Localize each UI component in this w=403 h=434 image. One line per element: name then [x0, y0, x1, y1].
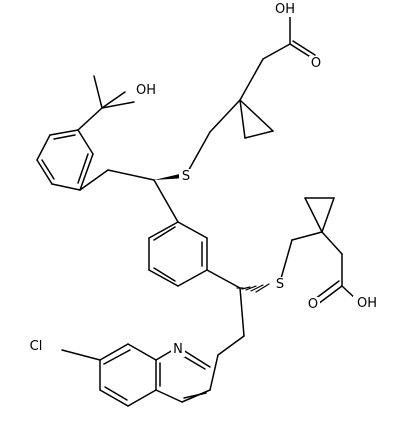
bond: [79, 169, 109, 191]
atom-label-o-bottom: O: [308, 297, 318, 312]
bond: [107, 169, 155, 181]
atom-label-n-quinoline: N: [173, 342, 183, 357]
bond: [51, 183, 81, 191]
atom-label-oh-bottom: OH: [357, 296, 377, 311]
bond: [101, 101, 135, 109]
bond: [304, 197, 323, 233]
bond: [182, 349, 211, 368]
atom-label-oh-top: OH: [275, 2, 295, 17]
atom-label-o-top: O: [311, 56, 321, 71]
bond: [239, 99, 274, 132]
bond: [177, 269, 208, 287]
bond: [103, 349, 131, 365]
bond: [153, 179, 179, 223]
bond: [155, 389, 183, 403]
bond: [153, 226, 176, 241]
bond: [314, 280, 340, 300]
bond: [183, 392, 207, 399]
bond: [148, 269, 179, 287]
bond: [239, 99, 246, 139]
bond: [182, 355, 206, 370]
bond: [77, 153, 89, 184]
bond: [262, 43, 291, 60]
bond: [153, 267, 176, 282]
bond: [77, 107, 103, 131]
bond: [209, 354, 219, 391]
atom-label-cl: Cl: [30, 339, 43, 354]
bond: [321, 231, 343, 255]
bond: [101, 91, 126, 109]
atom-label-s-lower: S: [276, 277, 284, 292]
bond: [209, 99, 241, 133]
bond: [61, 349, 101, 361]
bond: [155, 349, 174, 361]
wedge-bond: [154, 173, 186, 180]
bond: [321, 197, 335, 233]
bond: [244, 130, 274, 139]
bond: [148, 221, 179, 239]
bond: [177, 221, 208, 239]
bond: [279, 239, 293, 283]
bond: [79, 153, 94, 191]
bond: [239, 287, 245, 337]
bond: [77, 129, 94, 155]
bond: [185, 131, 211, 176]
atom-label-s-upper: S: [182, 169, 190, 184]
bond: [217, 335, 245, 356]
bond: [292, 40, 316, 56]
atom-label-oh-hydroxy: OH: [136, 83, 156, 98]
bond: [104, 386, 128, 401]
atom-labels: OH O OH S S O OH N Cl: [26, 2, 381, 357]
hashed-bond: [236, 283, 270, 293]
bond: [99, 343, 129, 361]
bond: [127, 389, 157, 407]
bond: [41, 159, 55, 180]
bond: [93, 75, 103, 109]
bonds: [36, 11, 358, 407]
bond: [49, 129, 79, 136]
bond: [289, 43, 313, 59]
bond: [317, 285, 343, 305]
bond: [53, 134, 76, 140]
bond: [127, 343, 157, 361]
bond: [36, 134, 51, 161]
bond: [99, 389, 129, 407]
bond: [239, 58, 264, 101]
bond: [291, 231, 323, 241]
bond: [206, 269, 241, 289]
bond: [36, 159, 53, 185]
